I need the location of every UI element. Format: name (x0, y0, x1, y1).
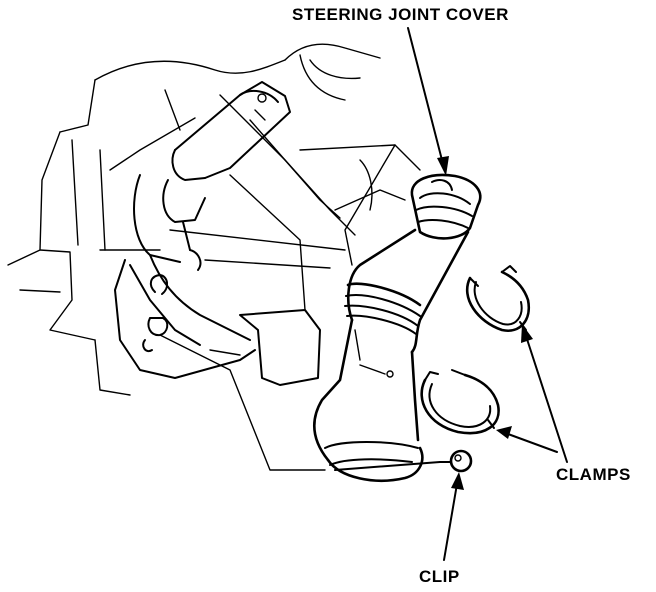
clamp-upper (465, 265, 531, 332)
clamp-lower (420, 369, 500, 435)
steering-column (162, 81, 291, 251)
clamps-label: CLAMPS (556, 465, 631, 484)
clip-label: CLIP (419, 567, 460, 586)
pedal-assembly (114, 174, 346, 471)
steering-joint-cover (312, 173, 482, 482)
leader-arrows (407, 27, 568, 561)
arrow-head-cover (437, 156, 449, 176)
vehicle-body-outline (7, 43, 421, 396)
arrow-head-clip (451, 472, 464, 490)
arrow-head-clamp-upper (521, 324, 533, 343)
clip (439, 449, 473, 473)
arrow-head-clamp-lower (496, 426, 512, 439)
steering-joint-cover-label: STEERING JOINT COVER (292, 5, 509, 24)
